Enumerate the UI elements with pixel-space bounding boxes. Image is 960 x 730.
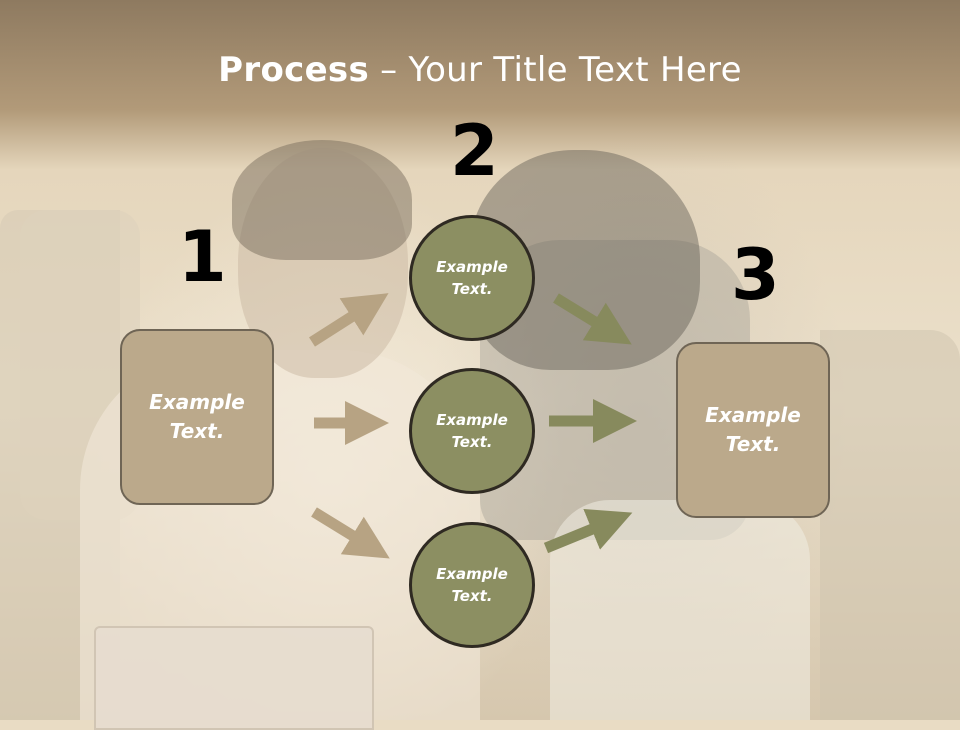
left-box-text: Example Text.: [149, 390, 245, 443]
right-box-text: Example Text.: [705, 403, 801, 456]
circle-2-text: Example Text.: [436, 410, 508, 452]
person-shape: [232, 140, 412, 260]
arrow-from-circle-1: [553, 293, 632, 345]
right-process-box: Example Text.: [676, 342, 830, 518]
title-rest-part: – Your Title Text Here: [369, 50, 742, 90]
left-process-box: Example Text.: [120, 329, 274, 505]
step-number-2: 2: [450, 110, 499, 192]
circle-1-text: Example Text.: [436, 257, 508, 299]
step-number-1: 1: [178, 216, 227, 298]
title-bold-part: Process: [218, 50, 370, 90]
slide-title: Process – Your Title Text Here: [0, 50, 960, 90]
arrow-from-circle-3: [543, 508, 633, 554]
sofa-shape: [820, 330, 960, 720]
arrow-to-circle-1: [309, 293, 389, 347]
laptop-shape: [94, 626, 374, 730]
process-circle-2: Example Text.: [409, 368, 535, 494]
circle-3-text: Example Text.: [436, 564, 508, 606]
arrow-to-circle-3: [311, 507, 390, 559]
process-circle-3: Example Text.: [409, 522, 535, 648]
process-circle-1: Example Text.: [409, 215, 535, 341]
step-number-3: 3: [731, 234, 780, 316]
